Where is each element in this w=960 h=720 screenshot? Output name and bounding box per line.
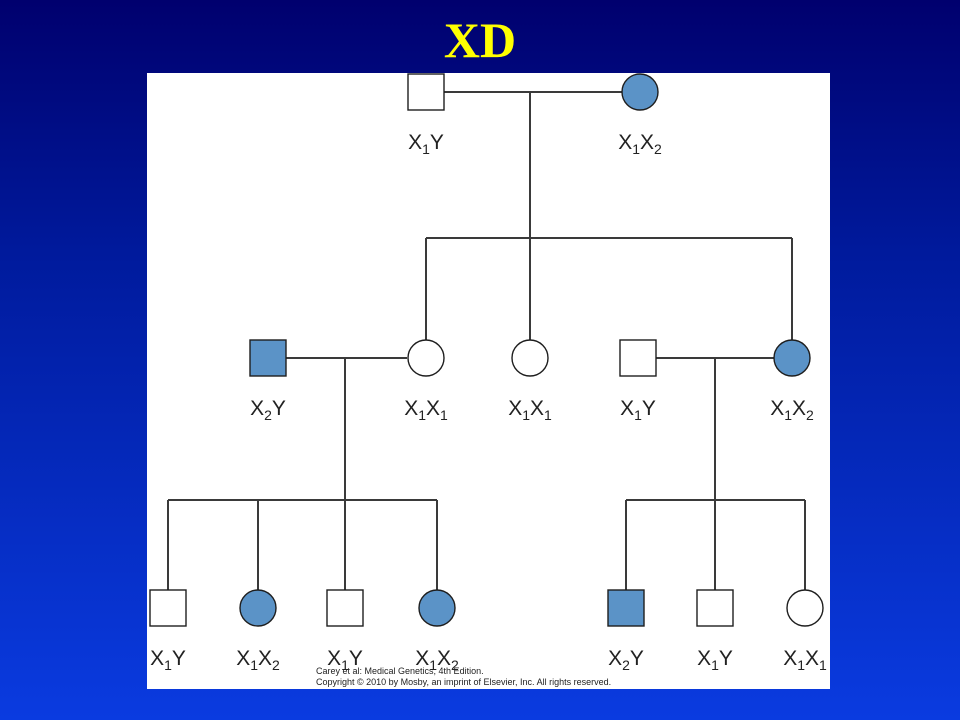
- genotype-subscript: 1: [341, 657, 349, 673]
- genotype-symbol: X: [327, 647, 341, 670]
- genotype-subscript: 2: [806, 407, 814, 423]
- genotype-label: X1Y: [697, 647, 733, 673]
- affected-female-circle: [418, 589, 456, 627]
- pedigree-individual-i-1: X1Y: [407, 73, 445, 157]
- genotype-symbol: X: [408, 131, 422, 154]
- genotype-label: X1X2: [415, 647, 459, 673]
- genotype-subscript: 2: [451, 657, 459, 673]
- copyright-credit: Carey et al: Medical Genetics, 4th Editi…: [316, 666, 716, 688]
- affected-female-circle: [621, 73, 659, 111]
- genotype-symbol: X: [404, 397, 418, 420]
- genotype-symbol: X: [508, 397, 522, 420]
- pedigree-individual-iii-5: X2Y: [607, 589, 645, 673]
- genotype-symbol: X: [620, 397, 634, 420]
- pedigree-individual-iii-4: X1X2: [415, 589, 459, 673]
- pedigree-individual-ii-3: X1X1: [508, 339, 552, 423]
- genotype-symbol: X: [415, 647, 429, 670]
- genotype-subscript: 1: [711, 657, 719, 673]
- genotype-symbol: X: [783, 647, 797, 670]
- pedigree-individual-ii-4: X1Y: [619, 339, 657, 423]
- genotype-symbol: X: [437, 647, 451, 670]
- genotype-subscript: 1: [440, 407, 448, 423]
- credit-line-1: Carey et al: Medical Genetics, 4th Editi…: [316, 666, 484, 676]
- genotype-subscript: 1: [250, 657, 258, 673]
- genotype-label: X1Y: [150, 647, 186, 673]
- genotype-label: X1X2: [770, 397, 814, 423]
- genotype-symbol: X: [770, 397, 784, 420]
- credit-line-2: Copyright © 2010 by Mosby, an imprint of…: [316, 677, 612, 687]
- genotype-label: X2Y: [608, 647, 644, 673]
- genotype-subscript: 1: [422, 141, 430, 157]
- genotype-subscript: 1: [164, 657, 172, 673]
- genotype-symbol: Y: [630, 647, 644, 670]
- genotype-subscript: 2: [622, 657, 630, 673]
- genotype-symbol: X: [805, 647, 819, 670]
- pedigree-individual-ii-2: X1X1: [404, 339, 448, 423]
- genotype-symbol: X: [618, 131, 632, 154]
- genotype-label: X1X2: [618, 131, 662, 157]
- pedigree-individual-iii-1: X1Y: [149, 589, 187, 673]
- genotype-label: X1Y: [327, 647, 363, 673]
- genotype-subscript: 2: [654, 141, 662, 157]
- pedigree-individual-ii-5: X1X2: [770, 339, 814, 423]
- genotype-symbol: X: [150, 647, 164, 670]
- genotype-label: X1X2: [236, 647, 280, 673]
- genotype-subscript: 1: [418, 407, 426, 423]
- genotype-label: X1Y: [408, 131, 444, 157]
- unaffected-male-square: [149, 589, 187, 627]
- genotype-subscript: 1: [819, 657, 827, 673]
- genotype-symbol: X: [426, 397, 440, 420]
- affected-female-circle: [239, 589, 277, 627]
- genotype-symbol: Y: [430, 131, 444, 154]
- pedigree-individual-i-2: X1X2: [618, 73, 662, 157]
- genotype-label: X1Y: [620, 397, 656, 423]
- genotype-subscript: 1: [429, 657, 437, 673]
- genotype-subscript: 1: [784, 407, 792, 423]
- genotype-subscript: 1: [544, 407, 552, 423]
- genotype-subscript: 1: [797, 657, 805, 673]
- genotype-symbol: Y: [172, 647, 186, 670]
- genotype-symbol: X: [236, 647, 250, 670]
- unaffected-female-circle: [407, 339, 445, 377]
- unaffected-male-square: [326, 589, 364, 627]
- affected-female-circle: [773, 339, 811, 377]
- genotype-symbol: X: [530, 397, 544, 420]
- pedigree-individual-iii-2: X1X2: [236, 589, 280, 673]
- genotype-symbol: Y: [642, 397, 656, 420]
- genotype-symbol: Y: [719, 647, 733, 670]
- line-of-descent-group: [167, 91, 806, 590]
- genotype-label: X1X1: [783, 647, 827, 673]
- unaffected-male-square: [619, 339, 657, 377]
- genotype-symbol: X: [792, 397, 806, 420]
- genotype-label: X2Y: [250, 397, 286, 423]
- affected-male-square: [607, 589, 645, 627]
- genotype-symbol: X: [258, 647, 272, 670]
- unaffected-female-circle: [511, 339, 549, 377]
- genotype-subscript: 1: [632, 141, 640, 157]
- genotype-subscript: 2: [272, 657, 280, 673]
- slide-title: XD: [443, 12, 517, 68]
- affected-male-square: [249, 339, 287, 377]
- unaffected-male-square: [696, 589, 734, 627]
- pedigree-individual-iii-7: X1X1: [783, 589, 827, 673]
- genotype-symbol: X: [697, 647, 711, 670]
- genotype-symbol: Y: [349, 647, 363, 670]
- genotype-subscript: 2: [264, 407, 272, 423]
- genotype-symbol: X: [250, 397, 264, 420]
- genotype-subscript: 1: [634, 407, 642, 423]
- genotype-subscript: 1: [522, 407, 530, 423]
- unaffected-female-circle: [786, 589, 824, 627]
- unaffected-male-square: [407, 73, 445, 111]
- pedigree-individual-iii-3: X1Y: [326, 589, 364, 673]
- pedigree-individual-iii-6: X1Y: [696, 589, 734, 673]
- genotype-label: X1X1: [508, 397, 552, 423]
- genotype-label: X1X1: [404, 397, 448, 423]
- genotype-symbol: Y: [272, 397, 286, 420]
- genotype-symbol: X: [608, 647, 622, 670]
- pedigree-individual-ii-1: X2Y: [249, 339, 287, 423]
- genotype-symbol: X: [640, 131, 654, 154]
